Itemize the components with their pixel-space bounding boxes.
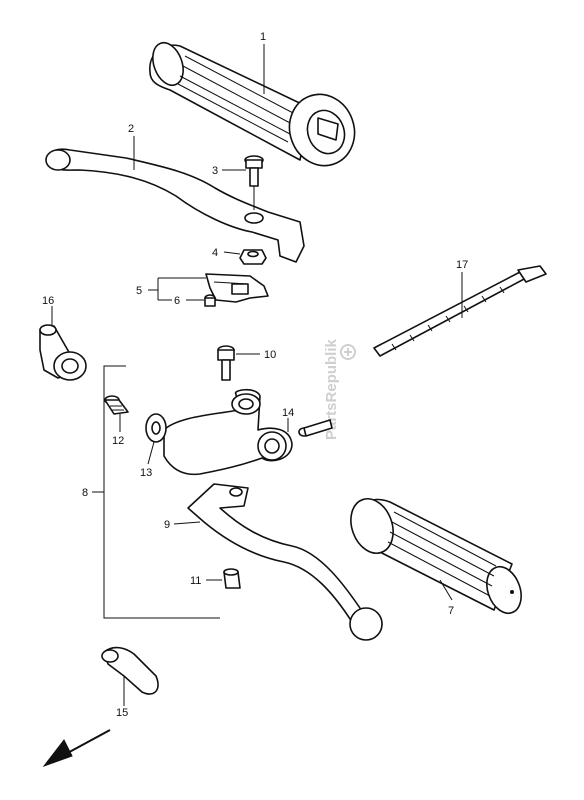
callout-4: 4 bbox=[212, 247, 218, 259]
clutch-lever-part-9[interactable] bbox=[187, 483, 383, 641]
callout-6: 6 bbox=[174, 295, 180, 307]
callout-5: 5 bbox=[136, 285, 142, 297]
adjuster-nut-part-13[interactable] bbox=[145, 413, 167, 443]
callout-16: 16 bbox=[42, 295, 54, 307]
callout-14: 14 bbox=[282, 407, 294, 419]
left-grip-part-7[interactable] bbox=[344, 493, 528, 618]
callout-1: 1 bbox=[260, 31, 266, 43]
callout-7: 7 bbox=[448, 605, 454, 617]
pivot-bolt-part-3[interactable] bbox=[244, 155, 264, 187]
lever-holder[interactable] bbox=[163, 388, 293, 476]
adjuster-bolt-part-12[interactable] bbox=[104, 395, 129, 415]
callout-2: 2 bbox=[128, 123, 134, 135]
cable-tie-part-17[interactable] bbox=[373, 265, 547, 357]
watermark-text: PartsRepublik bbox=[323, 338, 340, 440]
bolt-part-10[interactable] bbox=[217, 345, 235, 381]
switch-screw-part-6[interactable] bbox=[204, 294, 216, 307]
callout-12: 12 bbox=[112, 435, 124, 447]
callout-13: 13 bbox=[140, 467, 152, 479]
brake-lever-part-2[interactable] bbox=[45, 148, 305, 263]
callout-11: 11 bbox=[190, 575, 201, 587]
callout-15: 15 bbox=[116, 707, 128, 719]
right-grip-part-1[interactable] bbox=[147, 39, 364, 175]
direction-arrow-icon bbox=[42, 729, 111, 768]
bushing-part-11[interactable] bbox=[223, 568, 241, 589]
cover-part-15[interactable] bbox=[101, 646, 159, 695]
callout-17: 17 bbox=[456, 259, 468, 271]
callout-9: 9 bbox=[164, 519, 170, 531]
brake-switch-part-5[interactable] bbox=[205, 273, 269, 303]
leader-lines bbox=[51, 44, 463, 706]
rubber-boot-part-16[interactable] bbox=[39, 324, 87, 381]
callout-8: 8 bbox=[82, 487, 88, 499]
screw-part-14[interactable] bbox=[298, 419, 333, 437]
watermark-logo bbox=[340, 344, 356, 360]
callout-3: 3 bbox=[212, 165, 218, 177]
nut-part-4[interactable] bbox=[239, 249, 267, 265]
callout-10: 10 bbox=[264, 349, 276, 361]
